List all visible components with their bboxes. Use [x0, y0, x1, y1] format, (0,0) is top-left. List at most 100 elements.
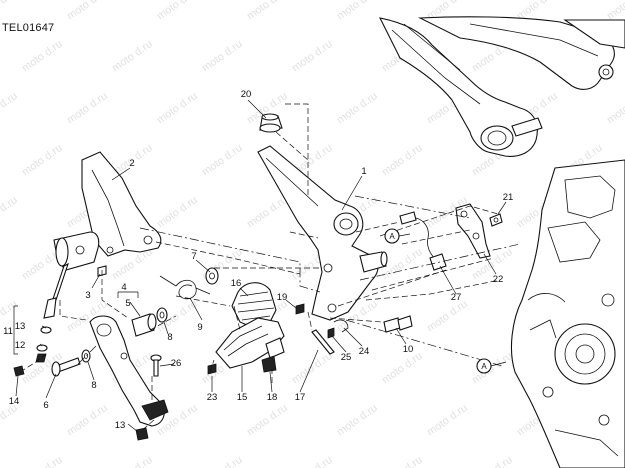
callout-15: 15 — [237, 392, 248, 403]
callout-20: 20 — [241, 89, 252, 100]
watermark-text: moto d.ru — [245, 0, 290, 22]
callout-1: 1 — [361, 166, 366, 177]
callout-2: 2 — [129, 158, 134, 169]
watermark-text: moto d.ru — [605, 90, 625, 126]
callout-6: 6 — [43, 400, 48, 411]
sensor-cable — [399, 211, 447, 271]
callout-14: 14 — [9, 396, 20, 407]
watermark-text: moto d.ru — [110, 454, 155, 468]
callout-16: 16 — [231, 278, 242, 289]
washer-7 — [205, 267, 219, 285]
watermark-text: moto d.ru — [380, 350, 425, 386]
watermark-text: moto d.ru — [20, 142, 65, 178]
rubber-bumper — [259, 113, 283, 133]
watermark-text: moto d.ru — [380, 454, 425, 468]
watermark-text: moto d.ru — [425, 402, 470, 438]
callout-3: 3 — [85, 290, 90, 301]
pivot-bolt-6 — [51, 357, 81, 377]
callout-23: 23 — [207, 392, 218, 403]
watermark-text: moto d.ru — [290, 454, 335, 468]
callout-19: 19 — [277, 292, 288, 303]
watermark-text: moto d.ru — [245, 402, 290, 438]
footpeg-bracket — [257, 145, 388, 321]
watermark-text: moto d.ru — [155, 194, 200, 230]
watermark-text: moto d.ru — [335, 0, 380, 22]
callout-27: 27 — [451, 292, 462, 303]
bolt-10 — [383, 315, 413, 333]
watermark-text: moto d.ru — [0, 194, 20, 230]
callout-25: 25 — [341, 352, 352, 363]
watermark-text: moto d.ru — [200, 142, 245, 178]
brake-pedal — [89, 315, 169, 427]
return-spring — [159, 275, 211, 300]
watermark-text: moto d.ru — [335, 90, 380, 126]
screw-21 — [489, 213, 503, 227]
nut-14 — [13, 365, 25, 377]
callout-4: 4 — [121, 282, 126, 293]
callout-12: 12 — [15, 340, 26, 351]
watermark-text: moto d.ru — [470, 454, 515, 468]
callout-17: 17 — [295, 392, 306, 403]
bracket-plate — [455, 203, 491, 259]
watermark-text: moto d.ru — [335, 402, 380, 438]
callout-13a: 13 — [15, 321, 26, 332]
callout-21: 21 — [503, 192, 514, 203]
screw-19 — [295, 303, 305, 315]
callout-26: 26 — [171, 358, 182, 369]
footpeg — [215, 317, 285, 369]
callout-18: 18 — [267, 392, 278, 403]
watermark-text: moto d.ru — [155, 0, 200, 22]
callout-8b: 8 — [91, 380, 96, 391]
callout-10: 10 — [403, 344, 414, 355]
watermark-text: moto d.ru — [20, 38, 65, 74]
washer-8-lower — [81, 349, 91, 363]
heel-guard — [81, 151, 162, 257]
leader-lines — [13, 99, 507, 433]
watermark-text: moto d.ru — [155, 90, 200, 126]
watermark-text: moto d.ru — [380, 142, 425, 178]
watermark-text: moto d.ru — [425, 298, 470, 334]
watermark-text: moto d.ru — [0, 90, 20, 126]
alignment-lines — [19, 103, 521, 433]
reference-code: TEL01647 — [2, 22, 55, 34]
watermark-text: moto d.ru — [20, 454, 65, 468]
watermark-text: moto d.ru — [470, 350, 515, 386]
watermark-text: moto d.ru — [290, 38, 335, 74]
pin-26 — [150, 354, 162, 377]
frame-outline — [379, 16, 625, 157]
callout-9: 9 — [197, 322, 202, 333]
screw-25 — [327, 327, 335, 339]
pin-17 — [311, 329, 335, 355]
svg-text:A: A — [481, 362, 487, 371]
watermark-text: moto d.ru — [200, 454, 245, 468]
callout-13b: 13 — [115, 420, 126, 431]
callout-7: 7 — [191, 251, 196, 262]
callout-11: 11 — [3, 326, 13, 337]
watermark-text: moto d.ru — [605, 0, 625, 22]
callout-22: 22 — [493, 274, 504, 285]
watermark-text: moto d.ru — [245, 194, 290, 230]
callout-24: 24 — [359, 346, 370, 357]
watermark-text: moto d.ru — [65, 402, 110, 438]
watermark-text: moto d.ru — [290, 350, 335, 386]
detent-spring — [261, 355, 277, 373]
watermark-text: moto d.ru — [65, 90, 110, 126]
callout-5: 5 — [125, 298, 130, 309]
arrow-marker-a-lower: A — [476, 358, 507, 374]
watermark-text: moto d.ru — [65, 0, 110, 22]
svg-text:A: A — [389, 232, 395, 241]
clip-24 — [333, 319, 349, 333]
engine-outline — [510, 159, 625, 468]
watermark-text: moto d.ru — [0, 0, 20, 22]
arrow-marker-a-upper: A — [384, 228, 411, 244]
watermark-text: moto d.ru — [0, 402, 20, 438]
watermark-text: moto d.ru — [110, 38, 155, 74]
screw-23 — [207, 363, 217, 375]
washer-8-upper — [156, 307, 168, 323]
nut-13-lower — [135, 427, 149, 441]
brake-master-cylinder — [35, 231, 100, 363]
watermark-text: moto d.ru — [200, 38, 245, 74]
